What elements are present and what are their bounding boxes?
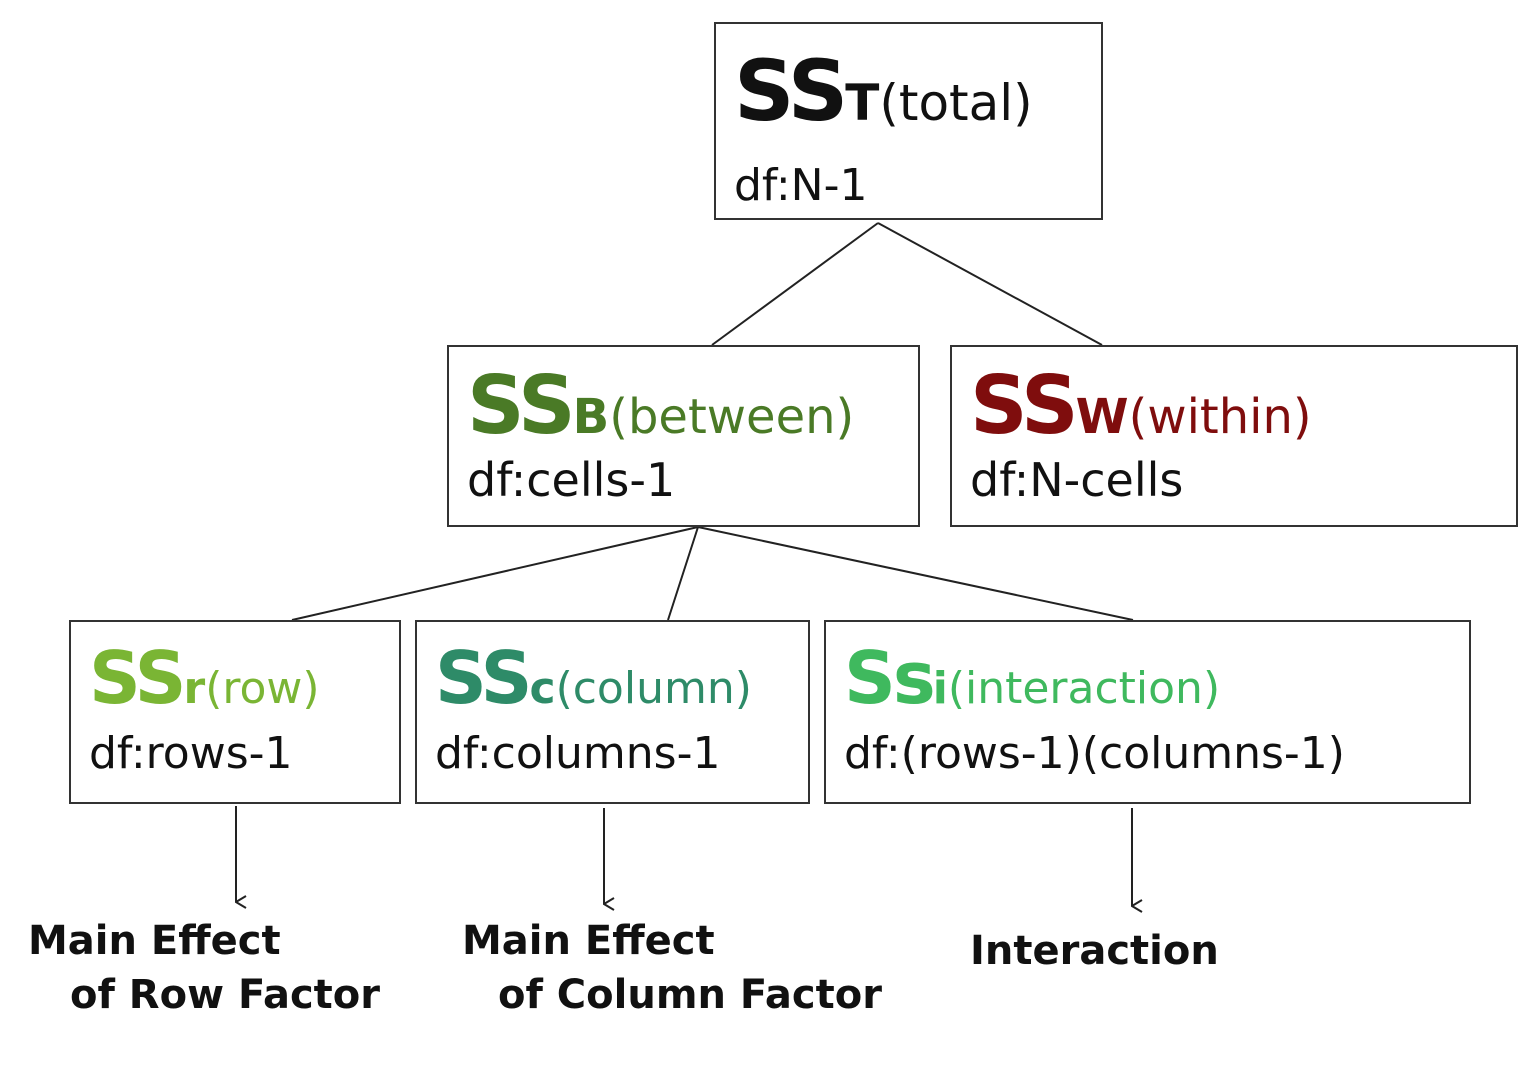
node-ss-interaction: Ssi(interaction) df:(rows-1)(columns-1) xyxy=(824,620,1471,804)
df-total: df:N-1 xyxy=(734,160,868,211)
ss-subscript: T(total) xyxy=(845,74,1032,132)
outcome-column-factor: Main Effect of Column Factor xyxy=(462,914,882,1022)
ss-symbol: SS xyxy=(467,359,576,452)
ss-subscript: B(between) xyxy=(573,389,855,445)
ss-symbol: SS xyxy=(89,636,186,720)
ss-within-label: SSW(within) xyxy=(970,359,1312,452)
ss-subscript: r(row) xyxy=(183,663,319,714)
subscript-text: (interaction) xyxy=(947,663,1221,714)
ss-symbol: Ss xyxy=(844,636,936,720)
ss-subscript: W(within) xyxy=(1076,389,1312,445)
subscript-letter: i xyxy=(932,663,948,714)
subscript-letter: T xyxy=(845,74,880,132)
outcome-line: Main Effect xyxy=(462,918,715,964)
ss-symbol: SS xyxy=(734,42,848,140)
outcome-row-factor: Main Effect of Row Factor xyxy=(28,914,380,1022)
ss-subscript: i(interaction) xyxy=(933,663,1220,714)
subscript-text: (column) xyxy=(555,663,752,714)
outcome-line: Main Effect xyxy=(28,918,281,964)
outcome-line: of Column Factor xyxy=(498,972,882,1018)
outcome-line: Interaction xyxy=(970,928,1219,974)
df-row: df:rows-1 xyxy=(89,728,293,779)
ss-symbol: SS xyxy=(970,359,1079,452)
edge-between-row xyxy=(291,526,699,621)
df-within: df:N-cells xyxy=(970,453,1184,507)
node-ss-column: SSc(column) df:columns-1 xyxy=(415,620,810,804)
ss-interaction-label: Ssi(interaction) xyxy=(844,636,1220,720)
df-column: df:columns-1 xyxy=(435,728,721,779)
edge-total-between xyxy=(711,222,879,346)
subscript-letter: B xyxy=(572,389,610,445)
edge-between-interaction xyxy=(697,526,1134,621)
ss-symbol: SS xyxy=(435,636,532,720)
node-ss-total: SST(total) df:N-1 xyxy=(714,22,1103,220)
ss-subscript: c(column) xyxy=(529,663,751,714)
subscript-text: (within) xyxy=(1128,389,1312,445)
edge-between-column xyxy=(667,526,699,621)
subscript-text: (between) xyxy=(609,389,855,445)
subscript-letter: W xyxy=(1075,389,1129,445)
subscript-text: (row) xyxy=(205,663,320,714)
subscript-text: (total) xyxy=(879,74,1033,132)
ss-total-label: SST(total) xyxy=(734,42,1033,140)
edge-total-within xyxy=(877,222,1103,346)
subscript-letter: c xyxy=(529,663,556,714)
ss-column-label: SSc(column) xyxy=(435,636,752,720)
node-ss-row: SSr(row) df:rows-1 xyxy=(69,620,401,804)
outcome-line: of Row Factor xyxy=(70,972,380,1018)
df-interaction: df:(rows-1)(columns-1) xyxy=(844,728,1345,779)
node-ss-within: SSW(within) df:N-cells xyxy=(950,345,1518,527)
ss-row-label: SSr(row) xyxy=(89,636,320,720)
node-ss-between: SSB(between) df:cells-1 xyxy=(447,345,920,527)
ss-between-label: SSB(between) xyxy=(467,359,854,452)
df-between: df:cells-1 xyxy=(467,453,676,507)
subscript-letter: r xyxy=(183,663,206,714)
outcome-interaction: Interaction xyxy=(970,924,1219,978)
